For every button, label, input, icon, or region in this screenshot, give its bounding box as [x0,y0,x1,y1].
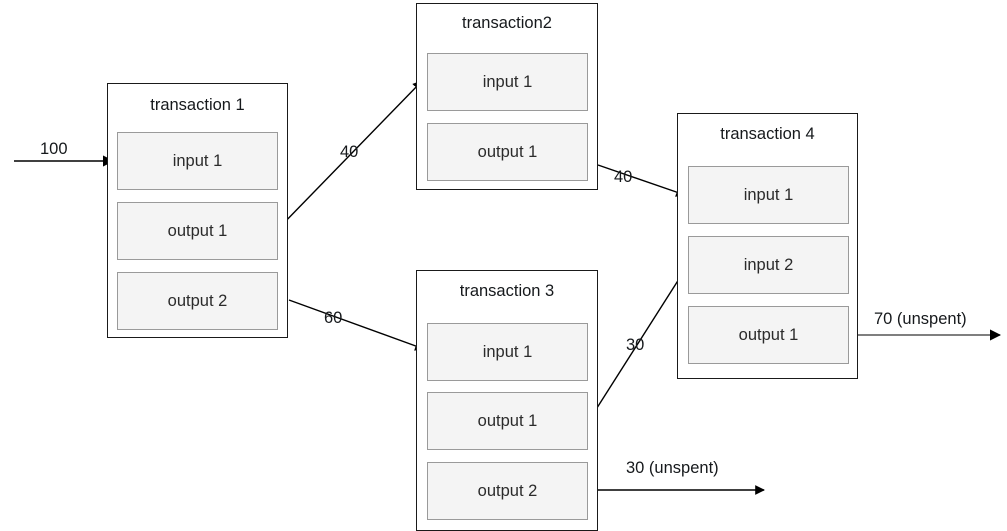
edge-label-tx3-out2-unspent: 30 (unspent) [626,459,719,477]
transaction-2-title: transaction2 [462,14,552,32]
transaction-2-box[interactable]: transaction2 input 1 output 1 [416,3,598,190]
edge-tx2-out1-to-tx4-line [597,164,686,197]
transaction-1-title: transaction 1 [150,96,245,114]
transaction-4-title: transaction 4 [720,125,815,143]
transaction-3-title: transaction 3 [459,282,555,300]
tx1-input-1[interactable]: input 1 [117,132,278,190]
tx4-input-2[interactable]: input 2 [688,236,849,294]
tx3-output-2[interactable]: output 2 [427,462,588,520]
tx1-output-1[interactable]: output 1 [117,202,278,260]
edge-label-tx3-out1-to-tx4: 30 [626,336,645,354]
edge-label-incoming-100: 100 [40,140,68,158]
tx4-output-1[interactable]: output 1 [688,306,849,364]
tx1-output-2[interactable]: output 2 [117,272,278,330]
transaction-1-box[interactable]: transaction 1 input 1 output 1 output 2 [107,83,288,338]
tx2-output-1[interactable]: output 1 [427,123,588,181]
tx3-input-1[interactable]: input 1 [427,323,588,381]
transaction-4-box[interactable]: transaction 4 input 1 input 2 output 1 [677,113,858,379]
tx3-output-1[interactable]: output 1 [427,392,588,450]
edge-label-tx2-out1-to-tx4: 40 [614,168,633,186]
tx2-input-1[interactable]: input 1 [427,53,588,111]
edge-label-tx4-out1-unspent: 70 (unspent) [874,310,967,328]
tx4-input-1[interactable]: input 1 [688,166,849,224]
edge-label-tx1-out2-to-tx3: 60 [324,309,343,327]
edge-label-tx1-out1-to-tx2: 40 [340,143,359,161]
edge-tx1-out2-to-tx3-line [288,299,425,351]
transaction-3-box[interactable]: transaction 3 input 1 output 1 output 2 [416,270,598,531]
